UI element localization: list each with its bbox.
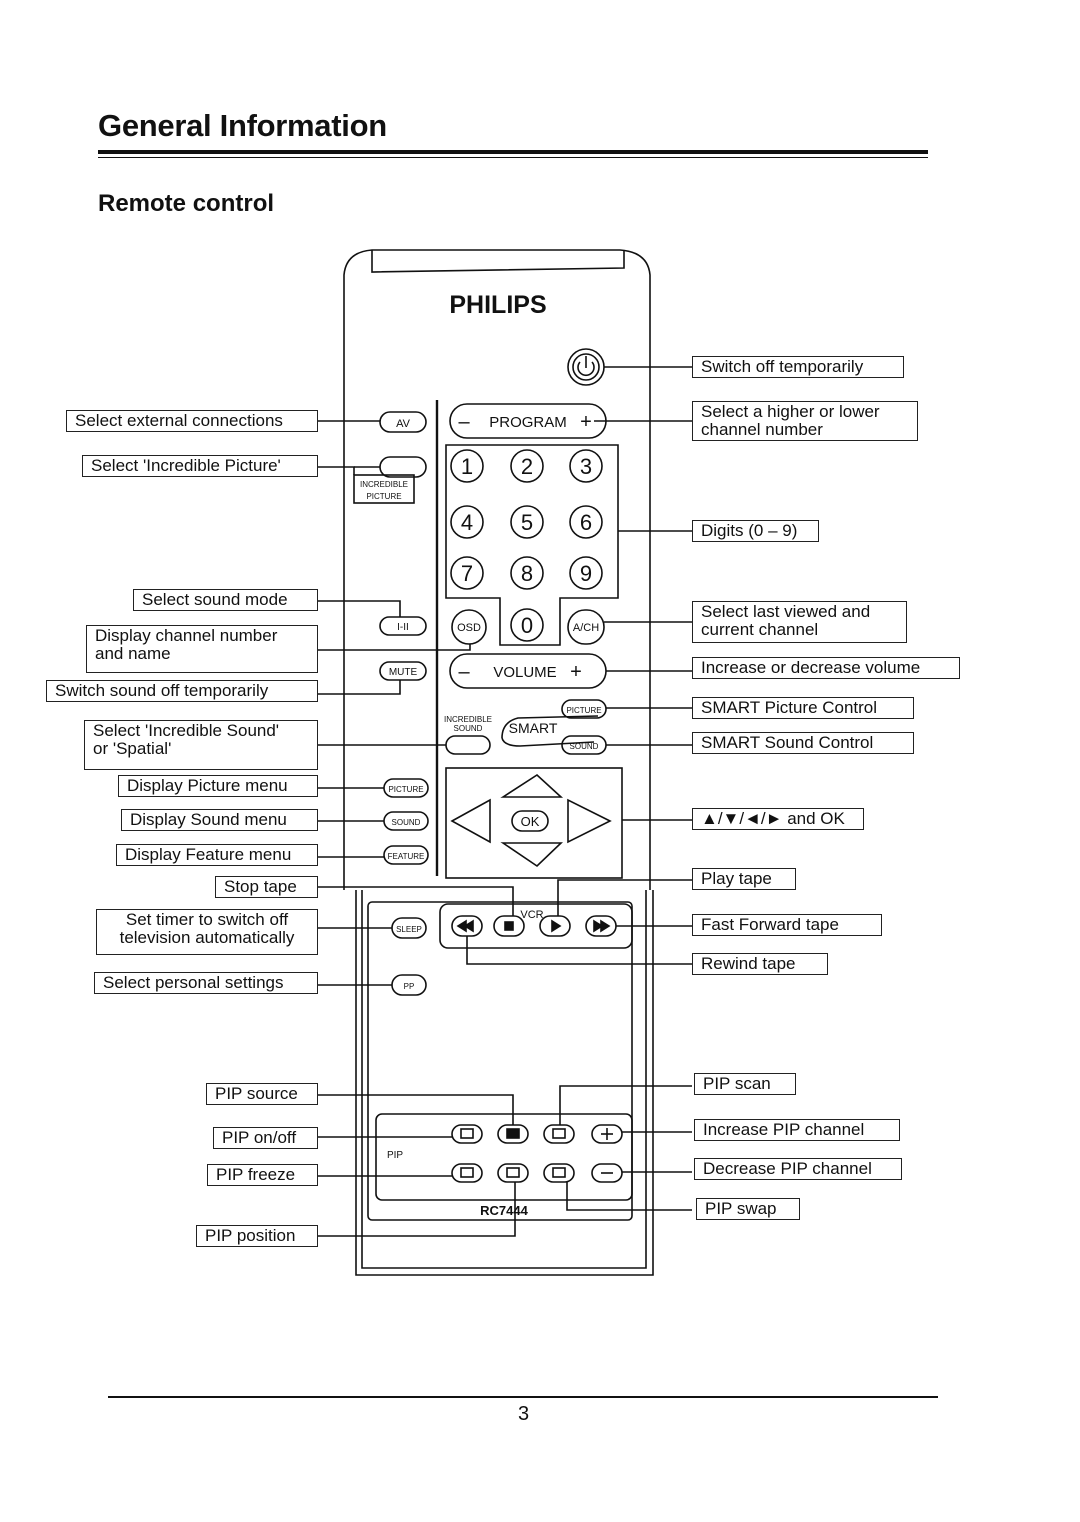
svg-text:SMART: SMART [509, 720, 558, 736]
svg-text:9: 9 [580, 561, 592, 586]
page-title: General Information [98, 108, 387, 143]
label-switch-off: Switch off temporarily [692, 356, 904, 378]
svg-text:PROGRAM: PROGRAM [489, 414, 567, 431]
svg-text:INCREDIBLE: INCREDIBLE [444, 715, 492, 724]
title-rule [98, 150, 928, 154]
svg-text:SOUND: SOUND [454, 724, 483, 733]
footer-rule [108, 1396, 938, 1398]
svg-text:PP: PP [404, 982, 415, 991]
label-volume: Increase or decrease volume [692, 657, 960, 679]
svg-text:FEATURE: FEATURE [388, 852, 425, 861]
label-smart-picture: SMART Picture Control [692, 697, 914, 719]
svg-text:PICTURE: PICTURE [388, 785, 423, 794]
svg-text:SLEEP: SLEEP [396, 925, 422, 934]
label-arrows: ▲/▼/◄/► and OK [692, 808, 864, 830]
svg-text:+: + [580, 411, 592, 433]
svg-text:5: 5 [521, 510, 533, 535]
svg-text:3: 3 [580, 454, 592, 479]
label-smart-sound: SMART Sound Control [692, 732, 914, 754]
label-pip-freeze: PIP freeze [207, 1164, 318, 1186]
svg-text:PIP: PIP [387, 1150, 403, 1161]
svg-text:OK: OK [521, 814, 540, 829]
svg-text:7: 7 [461, 561, 473, 586]
svg-text:OSD: OSD [457, 622, 481, 634]
label-incredible-sound: Select 'Incredible Sound' or 'Spatial' [84, 720, 318, 770]
svg-text:AV: AV [396, 418, 411, 430]
label-sound-mode: Select sound mode [133, 589, 318, 611]
svg-text:PICTURE: PICTURE [566, 706, 601, 715]
label-sleep-timer: Set timer to switch off television autom… [96, 909, 318, 955]
svg-text:6: 6 [580, 510, 592, 535]
svg-text:+: + [570, 661, 582, 683]
brand-logo: PHILIPS [449, 291, 546, 319]
label-digits: Digits (0 – 9) [692, 520, 819, 542]
label-pip-inc: Increase PIP channel [694, 1119, 900, 1141]
page-number: 3 [518, 1403, 530, 1425]
svg-text:RC7444: RC7444 [480, 1203, 528, 1218]
svg-text:VOLUME: VOLUME [493, 664, 556, 681]
label-stop-tape: Stop tape [215, 876, 318, 898]
title-rule-thin [98, 157, 928, 158]
svg-text:A/CH: A/CH [573, 622, 599, 634]
label-feature-menu: Display Feature menu [116, 844, 318, 866]
svg-text:1: 1 [461, 454, 473, 479]
svg-text:8: 8 [521, 561, 533, 586]
label-channel: Select a higher or lower channel number [692, 401, 918, 441]
svg-text:I-II: I-II [397, 622, 409, 633]
label-rewind: Rewind tape [692, 953, 828, 975]
label-pip-position: PIP position [196, 1225, 318, 1247]
label-incredible-picture: Select 'Incredible Picture' [82, 455, 318, 477]
svg-text:2: 2 [521, 454, 533, 479]
svg-text:PICTURE: PICTURE [366, 492, 401, 501]
label-mute: Switch sound off temporarily [46, 680, 318, 702]
section-title: Remote control [98, 190, 275, 217]
label-pip-onoff: PIP on/off [213, 1127, 318, 1149]
svg-text:4: 4 [461, 510, 473, 535]
label-pip-swap: PIP swap [696, 1198, 800, 1220]
label-personal: Select personal settings [94, 972, 318, 994]
svg-text:VCR: VCR [520, 909, 543, 921]
label-last-viewed: Select last viewed and current channel [692, 601, 907, 643]
label-select-external: Select external connections [66, 410, 318, 432]
label-pip-source: PIP source [206, 1083, 318, 1105]
label-play: Play tape [692, 868, 796, 890]
svg-text:SOUND: SOUND [570, 742, 599, 751]
label-sound-menu: Display Sound menu [121, 809, 318, 831]
svg-text:–: – [458, 661, 470, 683]
label-picture-menu: Display Picture menu [118, 775, 318, 797]
label-pip-scan: PIP scan [694, 1073, 796, 1095]
svg-text:INCREDIBLE: INCREDIBLE [360, 480, 408, 489]
label-channel-name: Display channel number and name [86, 625, 318, 673]
label-pip-dec: Decrease PIP channel [694, 1158, 902, 1180]
svg-text:0: 0 [521, 613, 533, 638]
svg-text:MUTE: MUTE [389, 667, 418, 678]
svg-text:–: – [458, 411, 470, 433]
svg-text:SOUND: SOUND [392, 818, 421, 827]
label-ff: Fast Forward tape [692, 914, 882, 936]
